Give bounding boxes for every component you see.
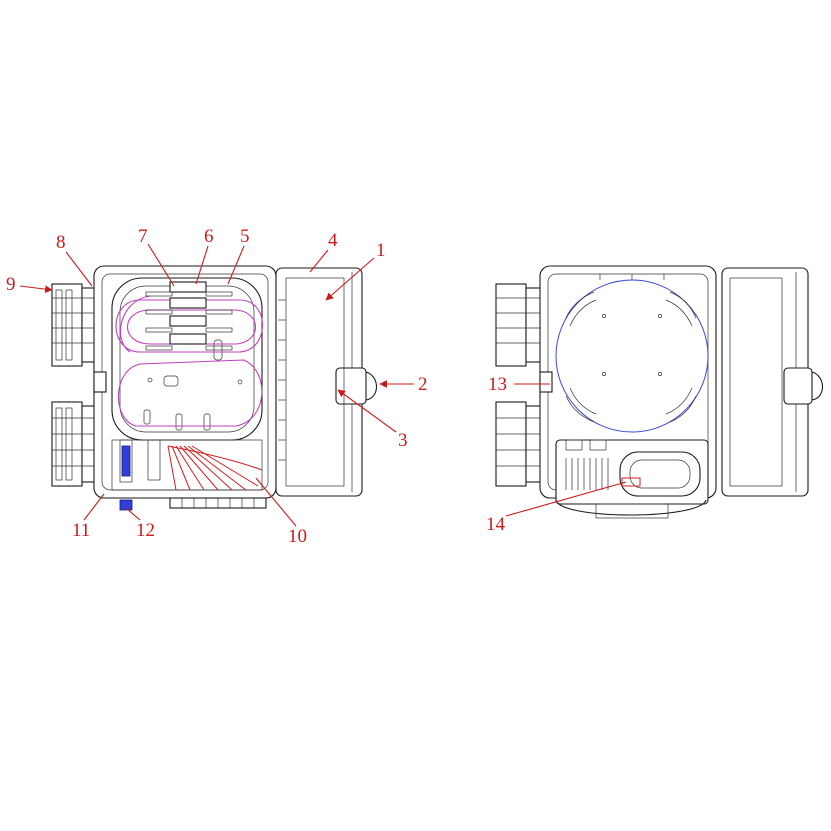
callout-7: 7 <box>138 226 148 247</box>
right-adapter-block-bottom <box>495 401 545 487</box>
callouts: 1 2 3 4 5 6 7 8 9 10 11 12 13 <box>6 226 627 547</box>
callout-11: 11 <box>72 520 90 541</box>
left-adapter-block-top <box>51 283 101 367</box>
callout-2: 2 <box>418 374 428 395</box>
callout-5: 5 <box>240 226 250 247</box>
callout-1: 1 <box>376 240 386 261</box>
callout-14: 14 <box>486 514 506 535</box>
door-ribs <box>278 299 286 461</box>
callout-3: 3 <box>398 430 408 451</box>
callout-9: 9 <box>6 274 16 295</box>
callout-8: 8 <box>56 232 66 253</box>
right-lock <box>783 367 813 405</box>
splitter-module <box>121 445 131 477</box>
callout-4: 4 <box>328 230 338 251</box>
left-adapter-block-bottom <box>51 401 101 487</box>
tray-adapters <box>145 281 233 351</box>
callout-6: 6 <box>204 226 214 247</box>
right-adapter-block-top <box>495 283 545 367</box>
right-view-rear <box>495 265 824 519</box>
lock <box>335 367 367 405</box>
cassette-fins <box>565 458 609 490</box>
splice-cassette <box>555 439 709 505</box>
callout-12: 12 <box>136 520 155 541</box>
callout-10: 10 <box>288 526 307 547</box>
left-view-open-box <box>51 265 378 511</box>
callout-13: 13 <box>488 374 507 395</box>
